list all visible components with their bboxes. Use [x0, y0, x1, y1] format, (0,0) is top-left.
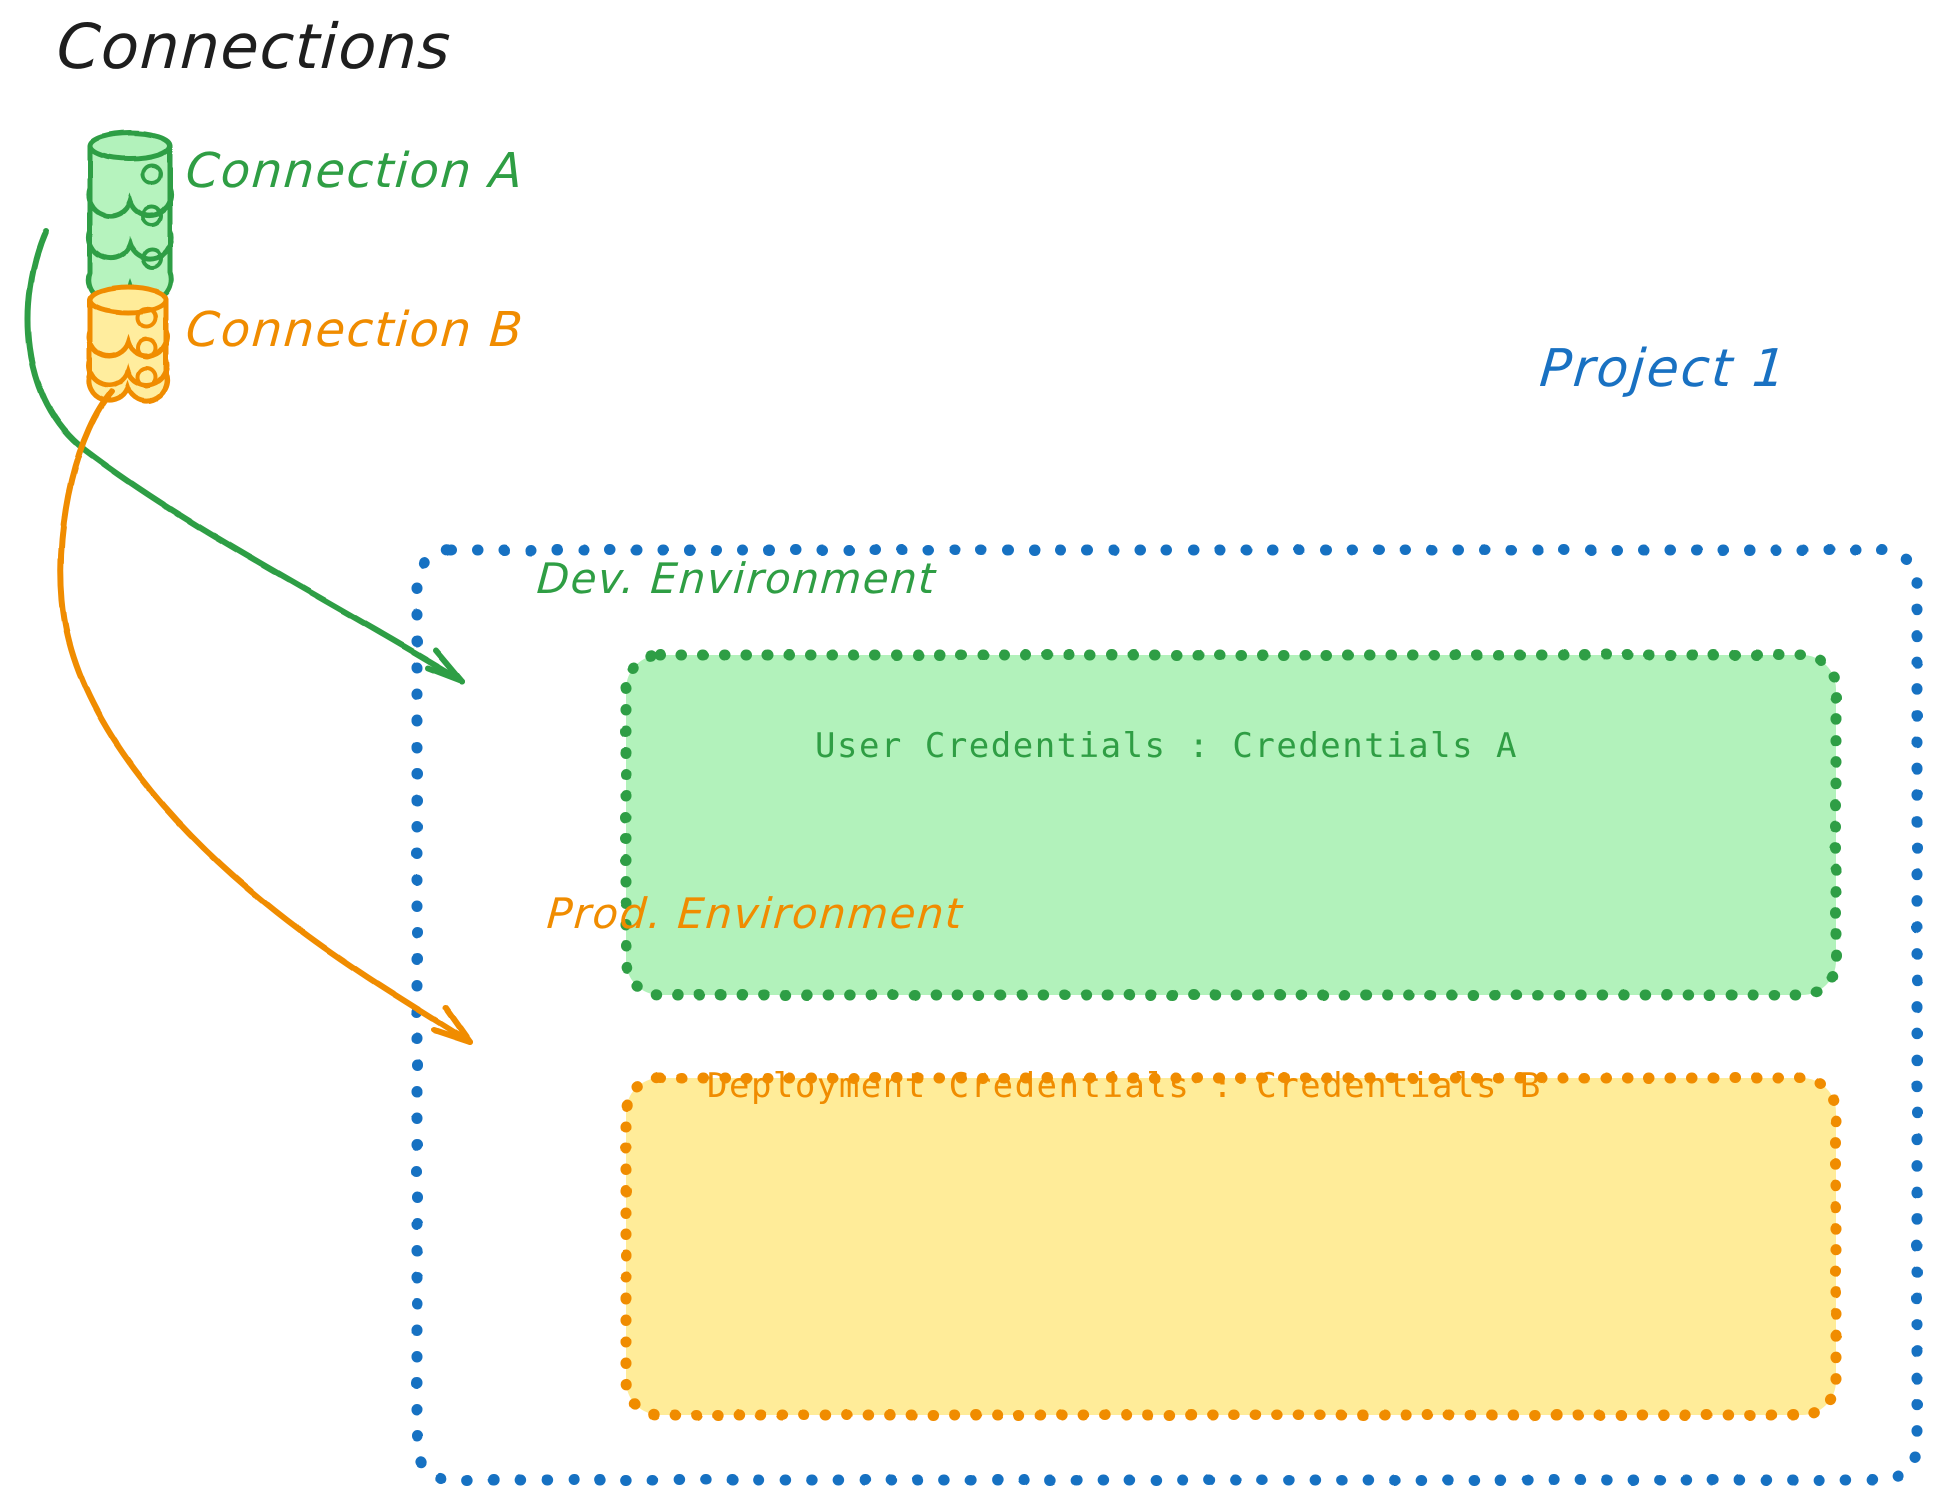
arrow-b-head — [431, 1005, 473, 1045]
prod-environment-box[interactable] — [620, 1072, 1842, 1421]
database-cylinder-icon-a[interactable] — [86, 130, 174, 303]
project-container-border — [411, 544, 1923, 1486]
project-title: Project 1 — [1537, 339, 1791, 399]
prod-environment-border — [620, 1072, 1842, 1421]
project-container[interactable] — [411, 544, 1923, 1486]
prod-environment-title: Prod. Environment — [545, 889, 965, 938]
cylinder-b-body-fill — [88, 300, 168, 399]
arrow-b-path — [57, 388, 473, 1045]
cylinder-a-divider-1 — [86, 185, 174, 219]
cylinder-b-body-outline — [86, 297, 170, 404]
cylinder-a-divider-2 — [86, 228, 174, 262]
cylinder-b-divider-2 — [86, 356, 170, 388]
dev-credentials-text: User Credentials : Credentials A — [815, 726, 1519, 766]
cylinder-a-led-3 — [141, 247, 163, 269]
dev-environment-border — [620, 649, 1842, 1001]
arrow-a-head — [425, 647, 465, 684]
database-cylinder-icon-b[interactable] — [86, 284, 170, 404]
prod-environment-fill — [626, 1078, 1836, 1415]
dev-environment-title: Dev. Environment — [535, 554, 939, 603]
connection-a-label[interactable]: Connection A — [184, 143, 526, 199]
arrow-connection-b-to-prod — [57, 388, 473, 1045]
connection-b-label[interactable]: Connection B — [184, 302, 526, 358]
cylinder-b-led-2 — [136, 337, 158, 359]
cylinder-b-top-fill — [90, 287, 166, 313]
arrow-connection-a-to-dev — [25, 228, 465, 684]
cylinder-b-led-1 — [136, 307, 158, 329]
cylinder-b-led-3 — [136, 366, 158, 388]
cylinder-a-led-1 — [141, 163, 163, 185]
arrow-a-path — [25, 228, 465, 684]
prod-credentials-text: Deployment Credentials : Credentials B — [707, 1066, 1542, 1106]
cylinder-a-top-rim — [87, 130, 173, 162]
page-title: Connections — [55, 10, 454, 83]
dev-environment-fill — [626, 655, 1836, 995]
dev-environment-box[interactable] — [620, 649, 1842, 1001]
cylinder-a-led-2 — [141, 205, 163, 227]
cylinder-b-divider-1 — [86, 327, 170, 359]
cylinder-a-top-fill — [90, 133, 170, 159]
cylinder-b-top-rim — [87, 284, 169, 316]
